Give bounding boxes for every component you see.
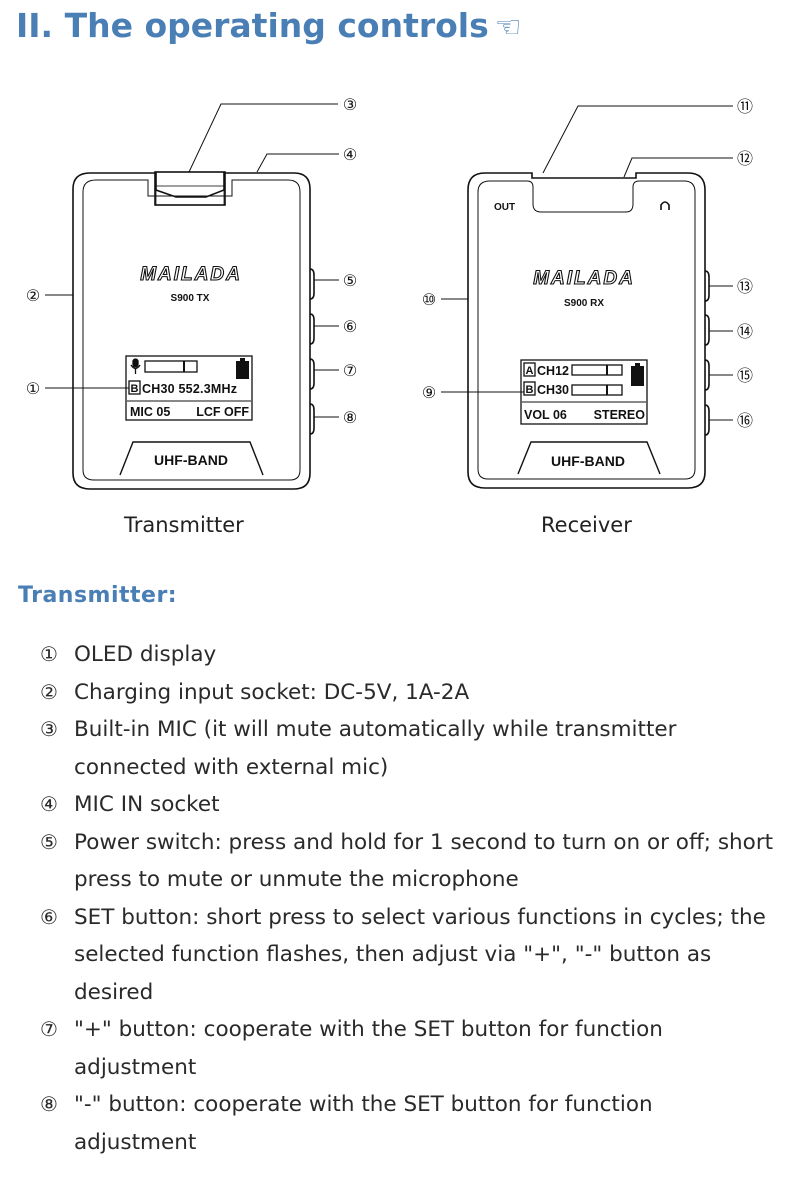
controls-list: ① OLED display ② Charging input socket: DC… <box>40 636 800 1161</box>
item-text: Power switch: press and hold for 1 secon… <box>74 829 774 855</box>
item-text-cont: press to mute or unmute the microphone <box>74 867 519 892</box>
item-text: Built-in MIC (it will mute automatically… <box>74 717 677 742</box>
item-number: ⑤ <box>40 829 58 854</box>
receiver-device <box>467 172 710 489</box>
list-item: ① OLED display <box>40 636 800 674</box>
tx-display: B CH30 552.3MHz MIC 05 LCF OFF <box>127 358 251 419</box>
rx-display: A CH12 B CH30 VOL 06 STEREO <box>522 362 646 422</box>
callout-10: ⑩ <box>422 292 436 309</box>
rx-band: UHF-BAND <box>551 453 625 469</box>
item-number: ② <box>40 679 58 704</box>
tx-channel-badge: B <box>131 383 139 395</box>
item-text: OLED display <box>74 642 217 667</box>
item-text-cont: connected with external mic) <box>74 754 389 780</box>
rx-model: S900 RX <box>564 298 604 309</box>
item-number: ⑧ <box>40 1092 58 1116</box>
list-item-cont: selected function flashes, then adjust v… <box>40 936 800 974</box>
callout-7: ⑦ <box>343 363 357 380</box>
tx-lcf: LCF OFF <box>196 405 249 419</box>
item-text: SET button: short press to select variou… <box>74 904 766 930</box>
item-text-cont: adjustment <box>74 1129 197 1155</box>
tx-level-bar <box>144 360 198 373</box>
tx-band: UHF-BAND <box>154 452 228 468</box>
callout-11: ⑪ <box>737 98 753 116</box>
callout-5: ⑤ <box>343 273 357 290</box>
rx-ch-a: CH12 <box>537 364 569 378</box>
item-text: "+" button: cooperate with the SET butto… <box>74 1017 663 1042</box>
tx-model: S900 TX <box>171 293 210 304</box>
rx-brand: MAILADA <box>533 268 635 289</box>
list-item: ③ Built-in MIC (it will mute automaticall… <box>40 711 800 749</box>
callout-6: ⑥ <box>343 319 357 336</box>
item-number: ④ <box>40 792 58 816</box>
list-item-cont: adjustment <box>40 1049 800 1087</box>
tx-mic-level: MIC 05 <box>130 405 170 419</box>
receiver-caption: Receiver <box>541 513 632 537</box>
rx-out-label: OUT <box>494 202 515 213</box>
callout-1: ① <box>26 381 40 398</box>
section-title: Transmitter: <box>18 583 178 608</box>
battery-icon <box>631 363 644 386</box>
list-item: ② Charging input socket: DC-5V, 1A-2A <box>40 674 800 712</box>
callout-2: ② <box>26 288 40 305</box>
item-text-cont: desired <box>74 979 154 1005</box>
rx-level-bar-b <box>571 384 623 396</box>
transmitter-caption: Transmitter <box>124 513 244 537</box>
list-item: ⑥ SET button: short press to select vario… <box>40 899 800 937</box>
tx-channel-freq: CH30 552.3MHz <box>142 382 237 396</box>
rx-level-bar-a <box>571 364 623 376</box>
rx-ch-b: CH30 <box>537 383 569 397</box>
list-item-cont: press to mute or unmute the microphone <box>40 861 800 899</box>
item-text-cont: adjustment <box>74 1054 197 1080</box>
device-diagram: MAILADA S900 TX UHF-BAND B CH30 552.3MHz… <box>26 97 753 490</box>
list-item: ④ MIC IN socket <box>40 786 800 824</box>
pointing-hand-icon: ☜ <box>494 10 522 45</box>
item-text: Charging input socket: DC-5V, 1A-2A <box>74 679 470 705</box>
list-item-cont: adjustment <box>40 1124 800 1162</box>
list-item-cont: connected with external mic) <box>40 749 800 787</box>
battery-icon <box>236 358 249 379</box>
tx-brand: MAILADA <box>140 264 242 285</box>
item-text-cont: selected function flashes, then adjust v… <box>74 942 712 967</box>
callout-12: ⑫ <box>737 150 753 168</box>
list-item: ⑤ Power switch: press and hold for 1 seco… <box>40 824 800 862</box>
page-title: II. The operating controls☜ <box>16 6 522 45</box>
headphone-icon <box>660 201 670 210</box>
callout-14: ⑭ <box>737 323 753 341</box>
rx-volume: VOL 06 <box>524 408 567 422</box>
item-number: ① <box>40 642 58 666</box>
item-number: ⑥ <box>40 904 58 929</box>
item-text: "-" button: cooperate with the SET butto… <box>74 1092 653 1117</box>
list-item: ⑧ "-" button: cooperate with the SET butt… <box>40 1086 800 1124</box>
rx-mode: STEREO <box>594 408 646 422</box>
item-number: ⑦ <box>40 1017 58 1041</box>
callout-13: ⑬ <box>737 278 753 296</box>
transmitter-device <box>72 171 315 490</box>
item-number: ③ <box>40 717 58 741</box>
callout-3: ③ <box>343 97 357 114</box>
rx-ch-b-badge: B <box>526 384 534 396</box>
callout-15: ⑮ <box>737 367 753 385</box>
list-item: ⑦ "+" button: cooperate with the SET butt… <box>40 1011 800 1049</box>
callout-8: ⑧ <box>343 410 357 427</box>
callout-4: ④ <box>343 147 357 164</box>
rx-ch-a-badge: A <box>526 365 534 377</box>
mic-icon <box>130 358 141 374</box>
callout-16: ⑯ <box>737 412 753 430</box>
list-item-cont: desired <box>40 974 800 1012</box>
item-text: MIC IN socket <box>74 792 220 817</box>
callout-9: ⑨ <box>422 385 436 402</box>
